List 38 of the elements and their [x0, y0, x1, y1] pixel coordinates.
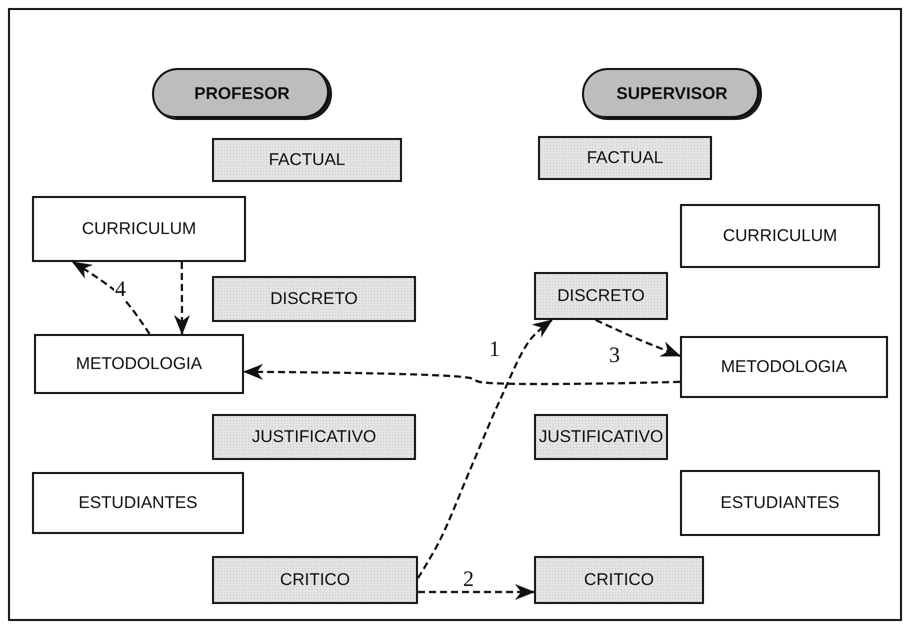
dashed-arrow — [243, 364, 680, 386]
box-label: SUPERVISOR — [616, 84, 728, 104]
box-label: JUSTIFICATIVO — [538, 427, 664, 447]
concept-box — [212, 556, 418, 604]
concept-box — [538, 136, 712, 180]
box-label: FACTUAL — [586, 148, 664, 168]
box-label: PROFESOR — [194, 84, 290, 104]
dashed-arrow — [595, 319, 681, 357]
box-label: CRITICO — [280, 570, 350, 590]
concept-box — [32, 472, 244, 534]
dashed-arrow — [418, 584, 535, 600]
box-label: CRITICO — [584, 570, 654, 590]
role-pill — [152, 68, 332, 120]
concept-box — [680, 470, 880, 536]
box-label: DISCRETO — [270, 289, 358, 309]
dashed-arrow — [417, 319, 553, 579]
box-label: ESTUDIANTES — [720, 493, 840, 513]
concept-box — [212, 138, 402, 182]
concept-box — [534, 556, 704, 604]
concept-box — [212, 414, 416, 460]
role-pill — [582, 68, 762, 120]
concept-box — [32, 196, 246, 262]
concept-box — [680, 204, 880, 268]
box-label: METODOLOGIA — [720, 357, 848, 377]
concept-box — [680, 336, 888, 398]
box-label: FACTUAL — [268, 150, 346, 170]
dashed-arrow — [72, 261, 150, 335]
box-label: CURRICULUM — [82, 219, 196, 239]
box-label: METODOLOGIA — [76, 354, 202, 374]
dashed-arrow — [174, 262, 190, 335]
box-label: JUSTIFICATIVO — [252, 427, 376, 447]
concept-box — [212, 276, 416, 322]
box-label: CURRICULUM — [722, 226, 838, 246]
concept-box — [534, 414, 668, 460]
concept-box — [534, 272, 668, 320]
concept-box — [34, 334, 244, 394]
box-label: DISCRETO — [557, 286, 645, 306]
box-label: ESTUDIANTES — [78, 493, 198, 513]
